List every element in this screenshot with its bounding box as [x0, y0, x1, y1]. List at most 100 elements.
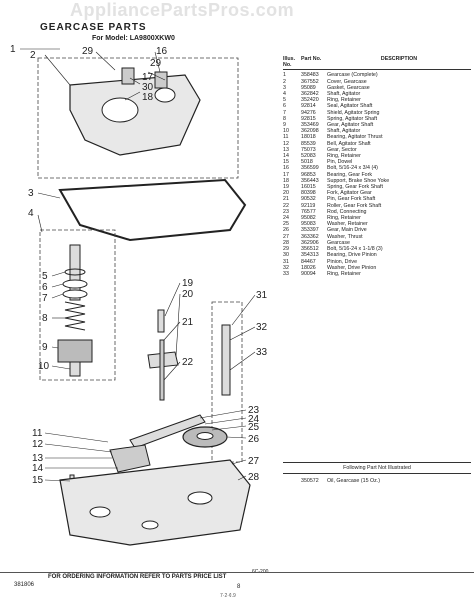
cell-part: 362842 [301, 91, 319, 98]
callout: 11 [32, 428, 43, 439]
callout: 5 [42, 271, 48, 282]
seal-6 [62, 279, 88, 289]
callout: 21 [182, 317, 194, 328]
cell-illus: 15 [283, 159, 289, 166]
page-title: GEARCASE PARTS [40, 22, 147, 33]
cell-illus: 17 [283, 171, 289, 178]
exploded-diagram: 1 2 29 16 29 17 30 18 3 4 5 6 7 8 9 10 1… [10, 44, 268, 546]
callout: 32 [256, 322, 268, 333]
cell-part: 356512 [301, 246, 319, 253]
connecting-rod [129, 414, 206, 449]
base-hole-2 [187, 491, 213, 505]
cell-part: 354313 [301, 252, 319, 259]
cell-illus: 4 [283, 91, 286, 98]
bearing-17 [154, 71, 168, 89]
cell-part: 92119 [301, 202, 316, 209]
cell-desc: Bearing, Agitator Thrust [327, 134, 383, 141]
cell-part: 90094 [301, 270, 316, 277]
cell-part: 90532 [301, 196, 316, 203]
cell-desc: Washer, Thrust [327, 233, 363, 240]
cell-desc: Washer, Drive Pinion [327, 264, 377, 271]
table-row: 27 363362 Washer, Thrust [283, 234, 471, 240]
cell-desc: Pin, Dowel [327, 159, 353, 166]
callout: 28 [248, 472, 260, 483]
cover-boss-1 [101, 97, 139, 123]
following-note: Following Part Not Illustrated [283, 462, 471, 475]
callout: 10 [38, 361, 50, 372]
sector-gear-13 [109, 444, 151, 473]
cell-desc: Gearcase [327, 239, 350, 246]
callout: 30 [142, 82, 154, 93]
cell-illus: 27 [283, 233, 289, 240]
callout: 6 [42, 282, 48, 293]
cell-desc: Support, Brake Shoe Yoke [327, 177, 390, 184]
cell-desc: Bolt, 5/16-24 x 3/4 (4) [327, 165, 378, 172]
cell-part: 95089 [301, 84, 316, 91]
callout: 18 [142, 92, 154, 103]
callout: 1 [10, 44, 16, 55]
cover-box [37, 57, 239, 179]
callout: 20 [182, 289, 194, 300]
cell-desc: Shaft, Agitator [327, 91, 361, 98]
cell-illus: 26 [283, 227, 289, 234]
callout: 12 [32, 439, 44, 450]
cell-part: 356599 [301, 165, 319, 172]
cell-illus: 16 [283, 165, 289, 172]
cell-desc: Pin, Gear Fork Shaft [327, 196, 376, 203]
callout: 25 [248, 422, 260, 433]
callout: 23 [248, 405, 260, 416]
cell-part: 362098 [301, 128, 319, 135]
table-row: 4 362842 Shaft, Agitator [283, 91, 471, 97]
cell-desc: Gear, Agitator Shaft [327, 122, 374, 129]
cell-part: 367552 [301, 78, 319, 85]
callout: 3 [28, 188, 34, 199]
cell-illus: 20 [283, 190, 289, 197]
cell-desc: Bearing, Gear Fork [327, 171, 373, 178]
cell-desc: Pinion, Drive [327, 258, 358, 265]
callout: 16 [156, 46, 168, 57]
page-number: 8 [237, 584, 241, 590]
cell-part: 353469 [301, 122, 319, 129]
cell-part: 52083 [301, 153, 316, 160]
cell-desc: Bolt, 5/16-24 x 1-1/8 (3) [327, 246, 383, 253]
callout: 19 [182, 278, 194, 289]
gearcase-base [59, 459, 251, 546]
callout: 31 [256, 290, 268, 301]
cell-part: 80398 [301, 190, 316, 197]
cell-desc: Ring, Retainer [327, 215, 361, 222]
cell-part: 5018 [301, 159, 313, 166]
cell-part: 363362 [301, 233, 319, 240]
cell-desc: Bell, Agitator Shaft [327, 140, 371, 147]
col-illus: Illus. No. [283, 56, 296, 69]
watermark: AppliancePartsPros.com [70, 0, 295, 20]
spring-8 [64, 301, 86, 331]
cell-part: 18026 [301, 264, 316, 271]
shield-7 [62, 289, 88, 299]
callout: 26 [248, 434, 260, 445]
callout: 29 [150, 58, 162, 69]
cell-illus: 2 [283, 78, 286, 85]
cell-desc: Cover, Gearcase [327, 78, 367, 85]
cell-illus: 10 [283, 128, 289, 135]
extra-part-desc: Oil, Gearcase (15 Oz.) [327, 478, 380, 484]
cell-illus: 32 [283, 264, 289, 271]
col-part: Part No. [301, 56, 322, 62]
cell-part: 84467 [301, 258, 316, 265]
gear-9 [57, 339, 93, 363]
base-hole-3 [141, 520, 159, 530]
cell-illus: 23 [283, 208, 289, 215]
gasket [58, 178, 247, 242]
